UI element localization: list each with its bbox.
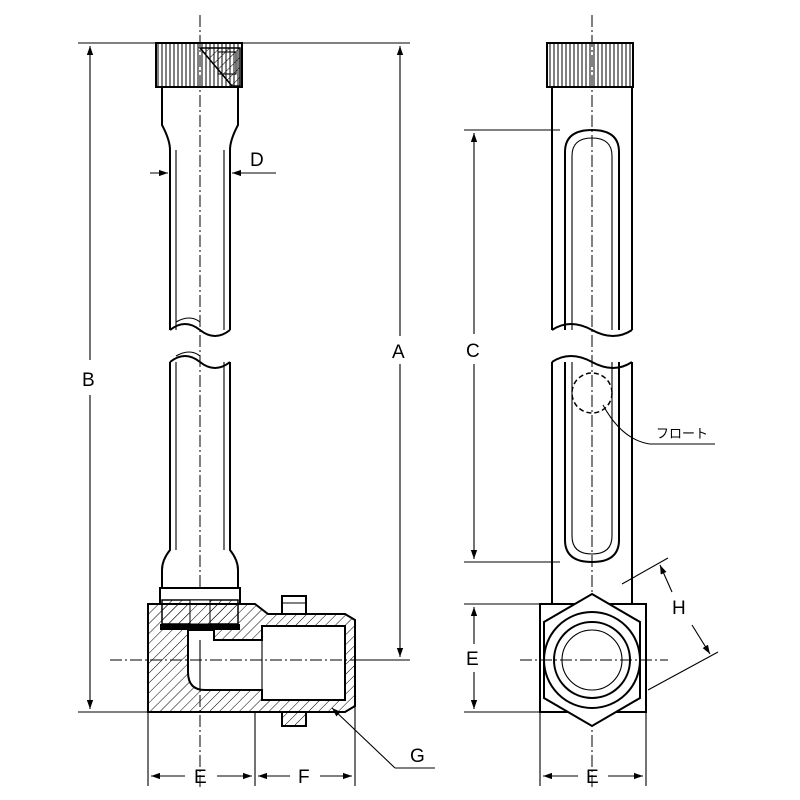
- float-circle: [571, 372, 613, 414]
- body-block-left: [110, 595, 400, 727]
- label-float: フロート: [656, 427, 708, 442]
- label-d: D: [250, 150, 264, 171]
- dimension-e-bottom: E: [539, 712, 647, 788]
- label-h: H: [672, 598, 686, 619]
- dimension-a: A: [240, 42, 410, 661]
- leader-float: フロート: [602, 404, 715, 445]
- dimension-b: B: [78, 42, 158, 713]
- top-cap-left: [155, 42, 243, 88]
- body-block-right: [520, 592, 668, 728]
- top-cap-right: [546, 42, 634, 88]
- lower-tube-right: [551, 355, 633, 604]
- dimension-h: H: [621, 557, 719, 691]
- label-e-bottom: E: [586, 767, 599, 788]
- upper-tube-right: [551, 87, 633, 337]
- right-view: C E E H フロート: [464, 15, 719, 790]
- leader-g: G: [331, 707, 435, 769]
- label-e-left: E: [194, 767, 207, 788]
- label-e-vertical: E: [466, 649, 479, 670]
- label-b: B: [82, 370, 95, 391]
- left-view: D B A E F: [78, 15, 435, 790]
- label-a: A: [392, 342, 405, 363]
- dimension-d: D: [150, 150, 276, 177]
- label-c: C: [466, 341, 480, 362]
- label-f: F: [298, 767, 310, 788]
- dimension-c: C: [464, 129, 560, 563]
- upper-tube-left: [161, 87, 239, 337]
- label-g: G: [410, 746, 425, 767]
- dimension-e-vertical: E: [464, 603, 540, 713]
- dimension-e-f: E F: [147, 706, 356, 788]
